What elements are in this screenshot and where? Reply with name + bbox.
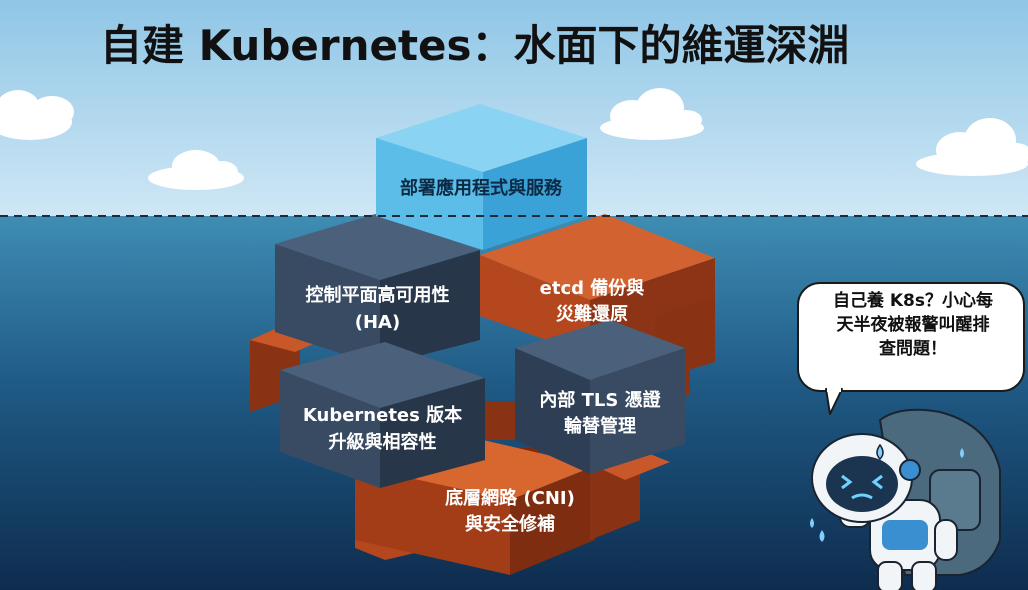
cloud-icon <box>0 90 74 140</box>
speech-bubble-line3: 查問題！ <box>879 339 947 359</box>
block-etcd-line2: 災難還原 <box>556 304 628 325</box>
robot-mascot-icon <box>810 408 1001 590</box>
cloud-icon <box>916 118 1028 176</box>
block-tls-line2: 輪替管理 <box>564 416 636 437</box>
block-etcd-label: etcd 備份與 災難還原 <box>492 276 692 328</box>
page-title: 自建 Kubernetes：水面下的維運深淵 <box>100 21 850 70</box>
block-ha-label: 控制平面高可用性 (HA) <box>275 282 480 336</box>
tip-block-line1: 部署應用程式與服務 <box>400 178 562 199</box>
block-tls-label: 內部 TLS 憑證 輪替管理 <box>515 388 685 440</box>
block-etcd-line1: etcd 備份與 <box>539 278 645 299</box>
block-network-line1: 底層網路 (CNI) <box>445 488 575 509</box>
speech-bubble-line1: 自己養 K8s？小心每 <box>832 291 994 311</box>
tip-block-label: 部署應用程式與服務 <box>376 176 586 202</box>
cloud-icon <box>148 150 244 190</box>
speech-bubble-text: 自己養 K8s？小心每 天半夜被報警叫醒排 查問題！ <box>806 289 1020 361</box>
block-ha-line2: (HA) <box>354 312 401 333</box>
block-tip <box>376 104 587 250</box>
block-upgrade-line1: Kubernetes 版本 <box>302 405 463 426</box>
block-network-label: 底層網路 (CNI) 與安全修補 <box>425 486 595 538</box>
block-ha-line1: 控制平面高可用性 <box>305 285 450 306</box>
block-network-line2: 與安全修補 <box>465 514 555 535</box>
block-tls-line1: 內部 TLS 憑證 <box>539 390 661 411</box>
block-upgrade-line2: 升級與相容性 <box>328 432 437 453</box>
cloud-icon <box>600 88 704 140</box>
block-ha <box>275 214 480 366</box>
block-upgrade <box>280 342 485 488</box>
speech-bubble <box>797 282 1025 415</box>
block-upgrade-label: Kubernetes 版本 升級與相容性 <box>280 402 485 456</box>
speech-bubble-line2: 天半夜被報警叫醒排 <box>836 315 990 335</box>
block-tls <box>515 320 685 474</box>
